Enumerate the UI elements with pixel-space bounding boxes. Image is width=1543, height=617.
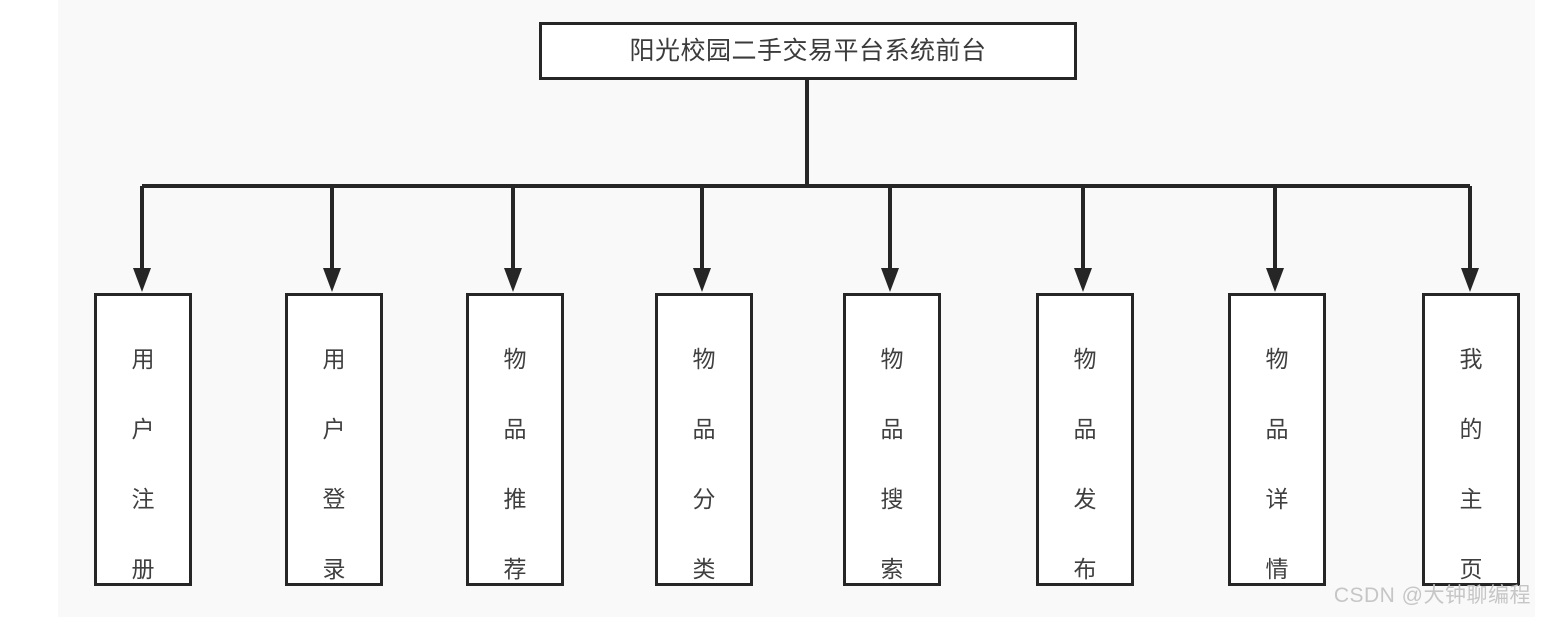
arrowhead-4 — [693, 268, 711, 292]
leaf-node-label-8: 我的主页 — [1459, 346, 1483, 582]
csdn-watermark: CSDN @大钟聊编程 — [1333, 584, 1531, 607]
leaf-node-label-1: 用户注册 — [131, 346, 155, 582]
leaf-node-box-3[interactable]: 物品推荐 — [466, 293, 564, 586]
leaf-node-label-5: 物品搜索 — [880, 346, 904, 582]
leaf-node-label-2: 用户登录 — [322, 346, 346, 582]
root-node-label: 阳光校园二手交易平台系统前台 — [629, 36, 987, 65]
arrowhead-3 — [504, 268, 522, 292]
arrowhead-8 — [1461, 268, 1479, 292]
leaf-node-box-4[interactable]: 物品分类 — [655, 293, 753, 586]
leaf-node-box-6[interactable]: 物品发布 — [1036, 293, 1134, 586]
leaf-node-label-7: 物品详情 — [1265, 346, 1289, 582]
leaf-node-box-2[interactable]: 用户登录 — [285, 293, 383, 586]
leaf-node-box-5[interactable]: 物品搜索 — [843, 293, 941, 586]
leaf-node-box-1[interactable]: 用户注册 — [94, 293, 192, 586]
arrowhead-1 — [133, 268, 151, 292]
arrowhead-6 — [1074, 268, 1092, 292]
leaf-node-label-4: 物品分类 — [692, 346, 716, 582]
leaf-node-label-6: 物品发布 — [1073, 346, 1097, 582]
arrowhead-5 — [881, 268, 899, 292]
leaf-node-label-3: 物品推荐 — [503, 346, 527, 582]
arrowhead-7 — [1266, 268, 1284, 292]
root-node-box[interactable]: 阳光校园二手交易平台系统前台 — [539, 22, 1077, 80]
leaf-node-box-7[interactable]: 物品详情 — [1228, 293, 1326, 586]
leaf-node-box-8[interactable]: 我的主页 — [1422, 293, 1520, 586]
arrowhead-2 — [323, 268, 341, 292]
